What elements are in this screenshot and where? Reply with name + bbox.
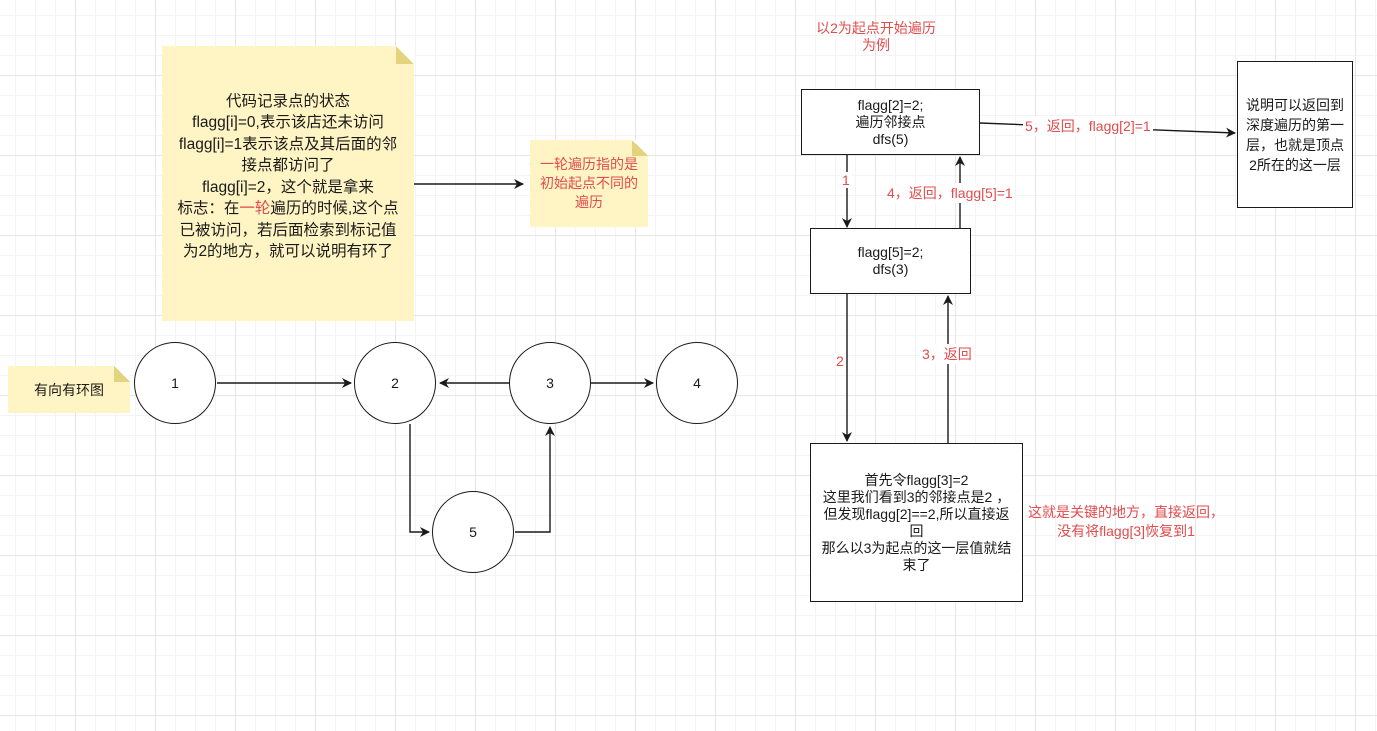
trace-header: 以2为起点开始遍历为例: [816, 20, 936, 53]
state-note-line: 代码记录点的状态: [225, 92, 350, 110]
dfs-box-node-3: 首先令flagg[3]=2 这里我们看到3的邻接点是2 ，但发现flagg[2]…: [810, 443, 1023, 602]
note-fold: [114, 366, 130, 382]
graph-type-label: 有向有环图: [34, 381, 104, 398]
step-label-3: 3，返回: [920, 344, 974, 364]
step-label-1: 1: [840, 172, 852, 188]
graph-node-4: 4: [656, 342, 738, 424]
dfs-box-node-5: flagg[5]=2; dfs(3): [810, 228, 971, 294]
state-note-text-part: 标志：在: [177, 200, 240, 217]
note-fold: [632, 140, 648, 156]
node-label: 2: [391, 375, 399, 391]
state-note-line: flagg[i]=2，这个就是拿来: [202, 178, 374, 196]
state-note-text: 代码记录点的状态 flagg[i]=0,表示该店还未访问 flagg[i]=1表…: [174, 91, 402, 263]
node-label: 3: [546, 375, 554, 391]
key-point-note: 这就是关键的地方，直接返回，没有将flagg[3]恢复到1: [1028, 504, 1224, 539]
state-note-line: flagg[i]=0,表示该店还未访问: [192, 114, 384, 131]
node-label: 1: [171, 375, 179, 391]
state-note-line: 标志：在一轮遍历的时候,这个点已被访问，若后面检索到标记值为2的地方，就可以说明…: [174, 198, 402, 263]
note-fold: [396, 46, 414, 64]
state-explanation-note: 代码记录点的状态 flagg[i]=0,表示该店还未访问 flagg[i]=1表…: [162, 46, 414, 321]
node-label: 4: [693, 375, 701, 391]
state-note-highlight: 一轮: [239, 200, 271, 217]
step-label-4: 4，返回，flagg[5]=1: [885, 183, 1015, 203]
state-note-text-part: 遍历的时候,这个点已被访问，若后面检索到标记值为2的地方，就可以说明有环了: [179, 200, 399, 260]
graph-node-5: 5: [432, 491, 514, 573]
edge-2-to-5: [409, 424, 430, 537]
step-label-5: 5，返回，flagg[2]=1: [1023, 116, 1153, 136]
node-label: 5: [469, 524, 477, 540]
graph-node-2: 2: [354, 342, 436, 424]
round-note-text: 一轮遍历指的是初始起点不同的遍历: [540, 156, 638, 210]
edge-5-to-3: [515, 426, 555, 533]
dfs-box-node-2: flagg[2]=2; 遍历邻接点 dfs(5): [801, 89, 980, 155]
graph-node-1: 1: [134, 342, 216, 424]
step-label-2: 2: [834, 353, 846, 369]
state-note-line: flagg[i]=1表示该点及其后面的邻接点都访问了: [178, 135, 398, 175]
round-definition-note: 一轮遍历指的是初始起点不同的遍历: [530, 140, 648, 227]
graph-node-3: 3: [509, 342, 591, 424]
graph-type-note: 有向有环图: [8, 366, 130, 413]
conclusion-box: 说明可以返回到深度遍历的第一层，也就是顶点2所在的这一层: [1237, 61, 1353, 208]
